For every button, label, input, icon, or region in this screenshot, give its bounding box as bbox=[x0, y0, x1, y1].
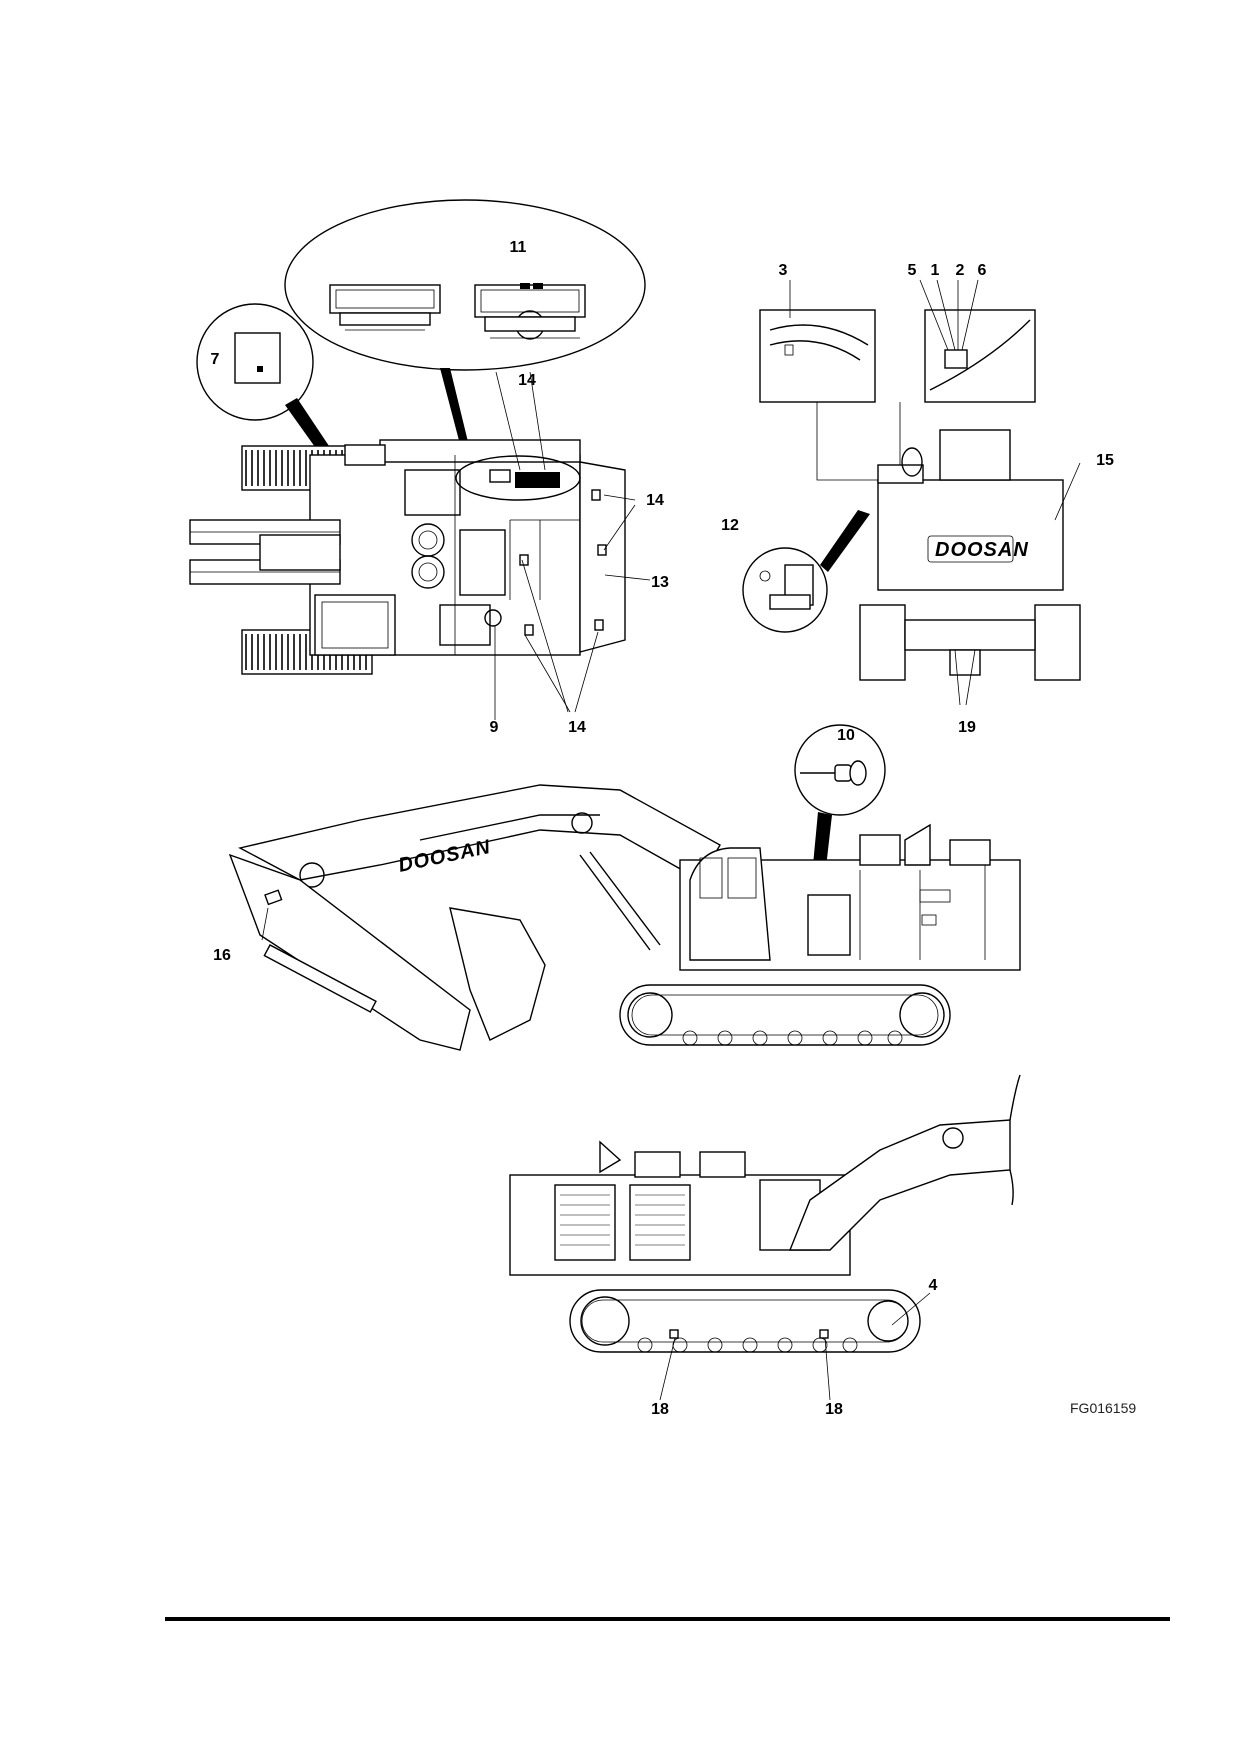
callout-14-right: 14 bbox=[646, 492, 664, 509]
callout-3: 3 bbox=[779, 262, 788, 279]
callout-9: 9 bbox=[490, 719, 499, 736]
callout-11: 11 bbox=[510, 239, 527, 256]
callout-13: 13 bbox=[651, 574, 669, 591]
callout-18-right: 18 bbox=[825, 1401, 843, 1418]
right-track-rollers bbox=[637, 1337, 858, 1353]
callout-14-bottom: 14 bbox=[568, 719, 586, 736]
callout-7: 7 bbox=[211, 351, 220, 368]
page-bottom-rule bbox=[165, 1617, 1170, 1621]
callout-5: 5 bbox=[908, 262, 917, 279]
top-view: 11 7 14 14 13 9 14 bbox=[189, 199, 669, 736]
callout-19: 19 bbox=[958, 719, 976, 736]
callout-10: 10 bbox=[837, 727, 855, 744]
callout-15: 15 bbox=[1096, 452, 1114, 469]
callout-14-top: 14 bbox=[518, 372, 536, 389]
rear-view: DOOSAN 3 5 1 2 6 15 12 19 bbox=[721, 262, 1114, 736]
right-side-view: 4 18 18 bbox=[509, 1074, 1021, 1418]
left-side-view: DOOSAN 10 bbox=[213, 724, 1021, 1051]
callout-16: 16 bbox=[213, 947, 231, 964]
callout-2: 2 bbox=[956, 262, 965, 279]
figure-id: FG016159 bbox=[1070, 1400, 1136, 1416]
callout-4: 4 bbox=[929, 1277, 938, 1294]
rear-brand-text: DOOSAN bbox=[935, 539, 1029, 561]
right-grille-lines bbox=[560, 1194, 685, 1246]
side-track-rollers bbox=[682, 1030, 903, 1046]
detail-11-panels bbox=[329, 283, 586, 340]
callout-1: 1 bbox=[931, 262, 940, 279]
callout-12: 12 bbox=[721, 517, 739, 534]
callout-6: 6 bbox=[978, 262, 987, 279]
callout-18-left: 18 bbox=[651, 1401, 669, 1418]
